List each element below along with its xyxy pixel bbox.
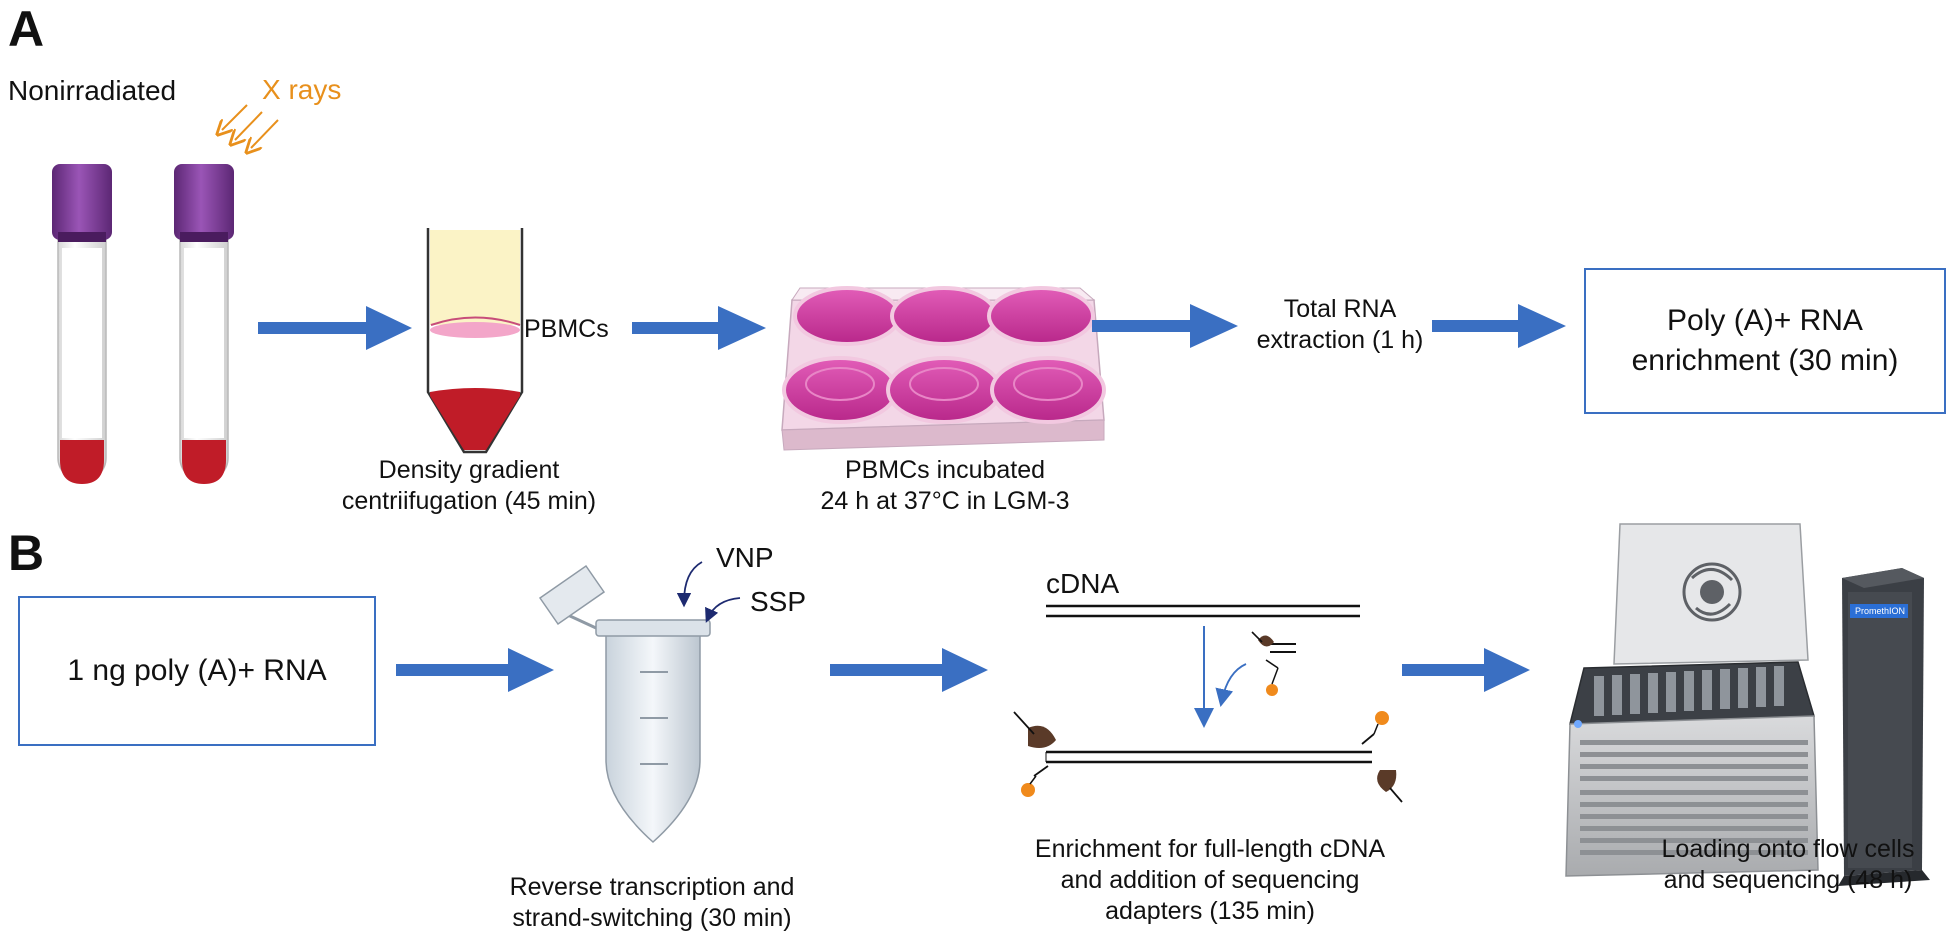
rt-caption-line2: strand-switching (30 min) — [512, 904, 792, 932]
eppendorf-tube — [538, 564, 711, 844]
arrow-b2 — [830, 648, 988, 692]
device-brand-label: PromethION — [1854, 606, 1905, 616]
arrow-b1 — [396, 648, 554, 692]
sequencing-caption: Loading onto flow cells and sequencing (… — [1630, 834, 1946, 896]
enrich-caption-line1: Enrichment for full-length cDNA — [1034, 835, 1386, 863]
polya-box-line2: enrichment (30 min) — [1631, 344, 1899, 377]
promethion-sequencer — [1565, 523, 1930, 886]
blood-tube-nonirradiated — [52, 164, 112, 484]
arrow-a3 — [1092, 304, 1238, 348]
primer-arrows — [676, 561, 741, 623]
enrich-caption-line3: adapters (135 min) — [1105, 897, 1315, 925]
ssp-label: SSP — [750, 586, 807, 617]
arrow-a4 — [1432, 304, 1566, 348]
load-caption-line2: and sequencing (48 h) — [1663, 866, 1913, 894]
panel-label-a: A — [8, 1, 45, 57]
arrow-b3 — [1402, 648, 1530, 692]
rna-caption-line2: extraction (1 h) — [1256, 326, 1424, 354]
cdna-label: cDNA — [1046, 568, 1120, 599]
panel-label-b: B — [8, 525, 45, 581]
incubation-caption: PBMCs incubated 24 h at 37°C in LGM-3 — [780, 455, 1110, 517]
density-gradient-caption: Density gradient centriifugation (45 min… — [334, 455, 604, 517]
enrichment-caption: Enrichment for full-length cDNA and addi… — [990, 834, 1430, 927]
vnp-label: VNP — [716, 542, 774, 573]
pbmcs-layer-label: PBMCs — [524, 315, 609, 343]
polya-enrichment-box: Poly (A)+ RNA enrichment (30 min) — [1584, 268, 1946, 414]
panel-b-arrows — [396, 648, 1530, 692]
polya-box-line1: Poly (A)+ RNA — [1667, 304, 1863, 337]
arrow-a1 — [258, 306, 412, 350]
density-caption-line1: Density gradient — [378, 456, 560, 484]
xray-arrows — [222, 104, 279, 148]
incubation-caption-line2: 24 h at 37°C in LGM-3 — [820, 487, 1070, 515]
rna-caption-line1: Total RNA — [1283, 295, 1397, 323]
cdna-schematic — [1013, 604, 1403, 803]
reverse-transcription-caption: Reverse transcription and strand-switchi… — [478, 872, 826, 934]
enrich-caption-line2: and addition of sequencing — [1060, 866, 1360, 894]
density-gradient-tube — [426, 228, 524, 454]
rt-caption-line1: Reverse transcription and — [509, 873, 795, 901]
arrow-a2 — [632, 306, 766, 350]
xrays-label: X rays — [262, 74, 342, 105]
rna-input-box-text: 1 ng poly (A)+ RNA — [67, 654, 327, 687]
load-caption-line1: Loading onto flow cells — [1661, 835, 1915, 863]
six-well-plate — [781, 286, 1106, 451]
panel-a-arrows — [258, 304, 1566, 350]
nonirradiated-label: Nonirradiated — [8, 75, 177, 106]
blood-tube-irradiated — [174, 164, 234, 484]
incubation-caption-line1: PBMCs incubated — [844, 456, 1046, 484]
rna-extraction-caption: Total RNA extraction (1 h) — [1230, 294, 1450, 356]
density-caption-line2: centriifugation (45 min) — [341, 487, 597, 515]
rna-input-box: 1 ng poly (A)+ RNA — [18, 596, 376, 746]
